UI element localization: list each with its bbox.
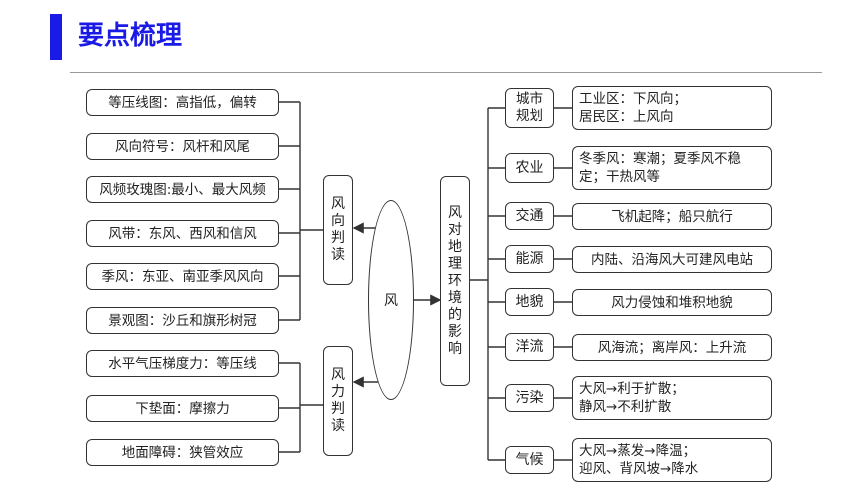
vertical-char: 读 — [331, 247, 345, 263]
desc-ocean-current: 风海流；离岸风：上升流 — [572, 334, 772, 361]
category-agriculture: 农业 — [505, 153, 554, 183]
vertical-char: 风 — [331, 196, 345, 212]
wind-force-item-3: 地面障碍：狭管效应 — [86, 439, 279, 466]
vertical-char: 响 — [448, 340, 462, 357]
vertical-char: 地 — [448, 238, 462, 255]
category-label-line: 城市 — [516, 91, 543, 107]
title-accent-bar — [50, 14, 62, 60]
vertical-char: 读 — [331, 418, 345, 434]
desc-landform: 风力侵蚀和堆积地貌 — [572, 289, 772, 316]
vertical-char: 风 — [448, 204, 462, 221]
category-landform: 地貌 — [505, 288, 554, 316]
category-pollution: 污染 — [505, 384, 554, 412]
category-climate: 气候 — [505, 446, 554, 474]
desc-transport: 飞机起降；船只航行 — [572, 203, 772, 230]
desc-agriculture: 冬季风：寒潮；夏季风不稳定；干热风等 — [572, 146, 772, 190]
wind-force-label: 风力判读 — [323, 346, 353, 456]
category-transport: 交通 — [505, 202, 554, 230]
category-label: 城市规划 — [516, 91, 543, 125]
wind-direction-item-5: 季风：东亚、南亚季风风向 — [86, 263, 279, 290]
wind-force-item-2: 下垫面：摩擦力 — [86, 395, 279, 422]
category-urban-planning: 城市规划 — [505, 88, 554, 128]
vertical-char: 判 — [331, 401, 345, 417]
wind-direction-label: 风向判读 — [323, 175, 353, 285]
category-label-line: 规划 — [516, 108, 543, 124]
wind-direction-item-6: 景观图：沙丘和旗形树冠 — [86, 307, 279, 334]
vertical-char: 判 — [331, 230, 345, 246]
category-energy: 能源 — [505, 245, 554, 273]
title-divider — [70, 72, 822, 73]
vertical-char: 影 — [448, 323, 462, 340]
vertical-char: 境 — [448, 289, 462, 306]
wind-direction-item-1: 等压线图：高指低，偏转 — [86, 89, 279, 116]
wind-direction-item-3: 风频玫瑰图:最小、最大风频 — [86, 176, 279, 203]
vertical-char: 理 — [448, 255, 462, 272]
vertical-char: 对 — [448, 221, 462, 238]
impact-label: 风对地理环境的影响 — [440, 176, 470, 386]
wind-force-item-1: 水平气压梯度力：等压线 — [86, 350, 279, 377]
vertical-char: 力 — [331, 384, 345, 400]
desc-pollution: 大风→利于扩散；静风→不利扩散 — [572, 376, 772, 420]
wind-direction-item-2: 风向符号：风杆和风尾 — [86, 133, 279, 160]
page-title: 要点梳理 — [78, 21, 183, 51]
desc-energy: 内陆、沿海风大可建风电站 — [572, 246, 772, 273]
desc-climate: 大风→蒸发→降温；迎风、背风坡→降水 — [572, 438, 772, 482]
desc-urban-planning: 工业区：下风向；居民区：上风向 — [572, 86, 772, 130]
vertical-char: 向 — [331, 213, 345, 229]
vertical-char: 的 — [448, 306, 462, 323]
category-ocean-current: 洋流 — [505, 333, 554, 361]
wind-direction-item-4: 风带：东风、西风和信风 — [86, 220, 279, 247]
vertical-char: 环 — [448, 272, 462, 289]
vertical-char: 风 — [331, 367, 345, 383]
center-wind-node: 风 — [368, 200, 414, 400]
